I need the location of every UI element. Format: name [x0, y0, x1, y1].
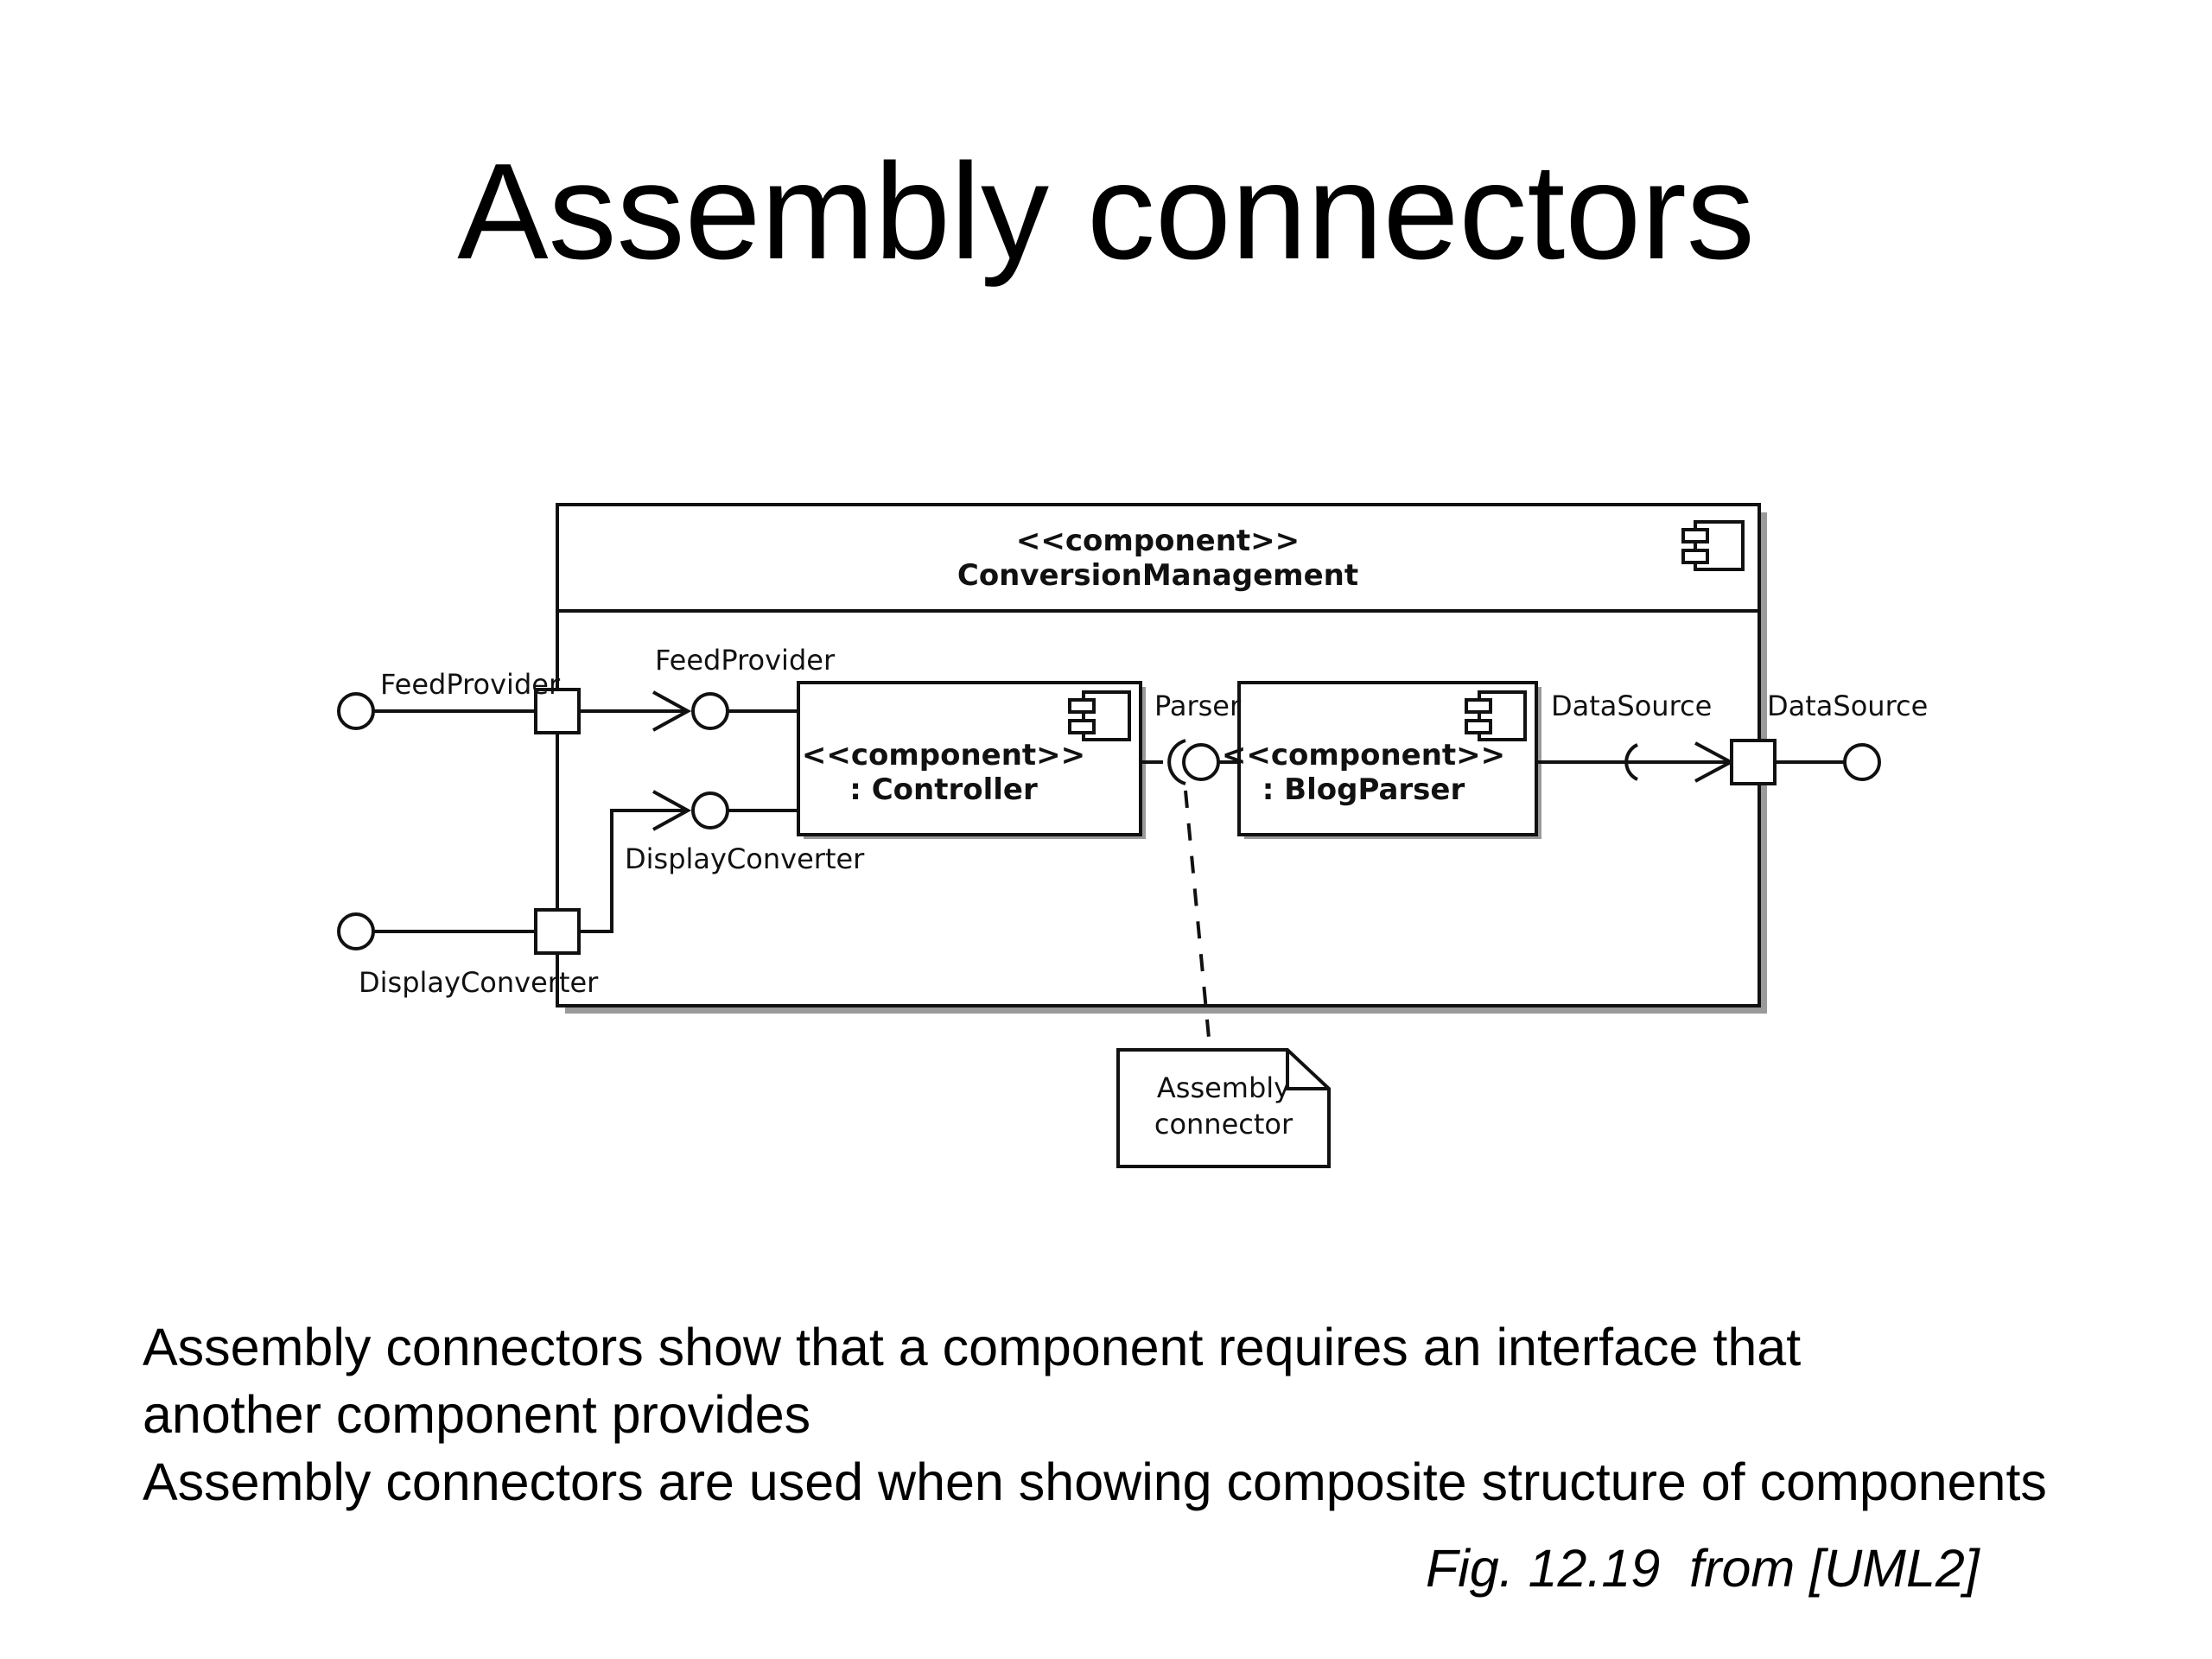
body-text: Assembly connectors show that a componen… — [143, 1313, 2212, 1516]
blogparser-component-icon — [1465, 690, 1527, 741]
datasource-socket — [1624, 743, 1638, 781]
note-anchor-line — [1184, 790, 1211, 1048]
parser-ball — [1182, 743, 1220, 781]
feedprovider-delegation-arrowhead — [652, 690, 692, 732]
datasource-port — [1730, 739, 1777, 785]
displayconverter-delegation-line — [579, 809, 688, 933]
displayconverter-inner-lollipop — [691, 791, 729, 830]
feedprovider-inner-label: FeedProvider — [655, 644, 836, 677]
body-line-2: another component provides — [143, 1385, 811, 1444]
assembly-connector-note — [1116, 1048, 1331, 1168]
body-line-1: Assembly connectors show that a componen… — [143, 1318, 1802, 1376]
parser-socket — [1167, 739, 1186, 785]
outer-stereotype: <<component>> — [1016, 524, 1300, 558]
blogparser-stereotype: <<component>> — [1222, 738, 1505, 772]
displayconverter-inner-label: DisplayConverter — [625, 842, 865, 875]
feedprovider-inner-lollipop — [691, 692, 729, 730]
controller-stereotype: <<component>> — [802, 738, 1085, 772]
displayconverter-port — [534, 908, 581, 955]
slide-title: Assembly connectors — [457, 136, 1755, 288]
feedprovider-outer-label: FeedProvider — [380, 668, 561, 701]
controller-component-icon — [1068, 690, 1131, 741]
datasource-outer-label: DataSource — [1767, 690, 1928, 722]
blogparser-name: : BlogParser — [1262, 772, 1465, 807]
note-line-1: Assembly — [1157, 1071, 1290, 1104]
note-fold — [1286, 1050, 1329, 1090]
outer-component-box — [556, 503, 1761, 1007]
outer-component-icon — [1681, 520, 1745, 571]
datasource-inner-label: DataSource — [1551, 690, 1712, 722]
displayconverter-outer-label: DisplayConverter — [359, 966, 599, 999]
controller-name: : Controller — [849, 772, 1038, 807]
body-line-3: Assembly connectors are used when showin… — [143, 1452, 2047, 1511]
figure-caption: Fig. 12.19 from [UML2] — [1426, 1539, 1980, 1598]
parser-label: Parser — [1154, 690, 1242, 722]
datasource-outer-lollipop — [1843, 743, 1881, 781]
displayconverter-outer-lollipop — [337, 912, 375, 950]
displayconverter-delegation-arrowhead — [652, 790, 692, 831]
outer-name: ConversionManagement — [957, 558, 1358, 593]
note-line-2: connector — [1154, 1108, 1294, 1141]
feedprovider-outer-lollipop — [337, 692, 375, 730]
